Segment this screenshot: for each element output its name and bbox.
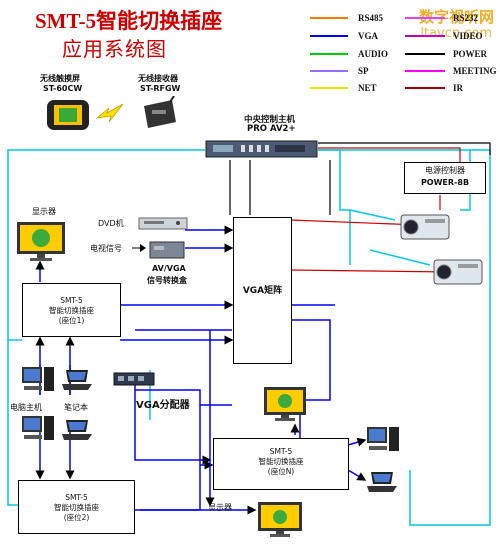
socket-1-seat: (座位1) xyxy=(58,316,85,325)
pc-1-icon xyxy=(22,367,54,391)
receiver-name: 无线接收器 xyxy=(138,74,178,83)
legend-rs485: RS485 xyxy=(358,13,384,23)
watermark-url: ltavcn.com xyxy=(420,26,492,41)
legend-video: VIDEO xyxy=(453,31,483,41)
dvd-player-icon xyxy=(138,217,188,230)
socket-n-seat: (座位N) xyxy=(267,467,295,476)
pc-label: 电脑主机 xyxy=(10,403,42,412)
central-host-name: 中央控制主机 xyxy=(244,115,296,125)
monitor-mid-icon xyxy=(264,387,306,421)
legend-audio: AUDIO xyxy=(358,49,389,59)
touch-screen-model: ST-60CW xyxy=(43,84,83,93)
socket-2-model: SMT-5 xyxy=(65,493,88,502)
watermark-text: 数字视听网 xyxy=(418,8,494,26)
touch-screen-icon xyxy=(47,100,89,130)
legend-vga: VGA xyxy=(358,31,378,41)
vga-splitter-icon xyxy=(113,372,155,386)
receiver-icon xyxy=(144,96,176,128)
vga-matrix-label: VGA矩阵 xyxy=(242,286,283,296)
central-host-model: PRO AV2+ xyxy=(247,124,296,134)
legend-meeting: MEETING xyxy=(453,66,497,76)
diagram-title: SMT-5智能切换插座 xyxy=(35,9,223,33)
converter-name: AV/VGA xyxy=(152,264,186,273)
monitor-top-icon xyxy=(17,222,65,261)
socket-1-model: SMT-5 xyxy=(60,296,83,305)
legend-rs232: RS232 xyxy=(453,13,479,23)
socket-1-name: 智能切换插座 xyxy=(49,306,94,315)
pc-2-icon xyxy=(22,416,54,440)
laptop-1-icon xyxy=(62,370,92,390)
receiver-model: ST-RFGW xyxy=(140,84,181,93)
socket-n-name: 智能切换插座 xyxy=(258,457,304,466)
monitor-bottom-icon xyxy=(258,502,302,537)
converter-model: 信号转换盒 xyxy=(147,276,187,285)
legend-power: POWER xyxy=(453,49,488,59)
power-controller-name: 电源控制器 xyxy=(425,166,465,175)
touch-screen-name: 无线触摸屏 xyxy=(40,74,80,83)
socket-2-name: 智能切换插座 xyxy=(54,503,99,512)
dvd-label: DVD机 xyxy=(98,219,124,228)
monitor-bottom-label: 显示器 xyxy=(208,503,232,512)
socket-n-model: SMT-5 xyxy=(269,447,293,456)
socket-n-box: SMT-5 智能切换插座 (座位N) xyxy=(213,438,349,490)
projector-2-icon xyxy=(433,259,483,285)
projector-1-icon xyxy=(400,214,450,240)
legend-swatches-right xyxy=(405,17,445,89)
legend-net: NET xyxy=(358,83,377,93)
laptop-label: 笔记本 xyxy=(64,403,88,412)
socket-2-seat: (座位2) xyxy=(63,513,90,522)
central-host-icon xyxy=(205,140,318,158)
power-controller-box: 电源控制器 POWER-8B xyxy=(404,162,486,194)
power-controller-model: POWER-8B xyxy=(420,178,470,187)
diagram-subtitle: 应用系统图 xyxy=(62,37,167,61)
pc-n-icon xyxy=(367,427,399,451)
socket-1-box: SMT-5 智能切换插座 (座位1) xyxy=(22,283,121,337)
vga-matrix-box: VGA矩阵 xyxy=(233,217,292,364)
laptop-2-icon xyxy=(62,420,92,440)
legend-swatches-left xyxy=(310,17,348,89)
laptop-n-icon xyxy=(367,472,397,492)
wireless-signal-icon xyxy=(95,103,124,123)
tv-signal-arrow-icon xyxy=(132,244,146,252)
socket-2-box: SMT-5 智能切换插座 (座位2) xyxy=(18,480,135,534)
legend-ir: IR xyxy=(453,83,464,93)
tv-signal-label: 电视信号 xyxy=(90,244,122,253)
legend-sp: SP xyxy=(358,66,369,76)
monitor-top-label: 显示器 xyxy=(32,207,56,216)
vga-splitter-label: VGA分配器 xyxy=(136,400,190,411)
converter-icon xyxy=(149,241,185,259)
